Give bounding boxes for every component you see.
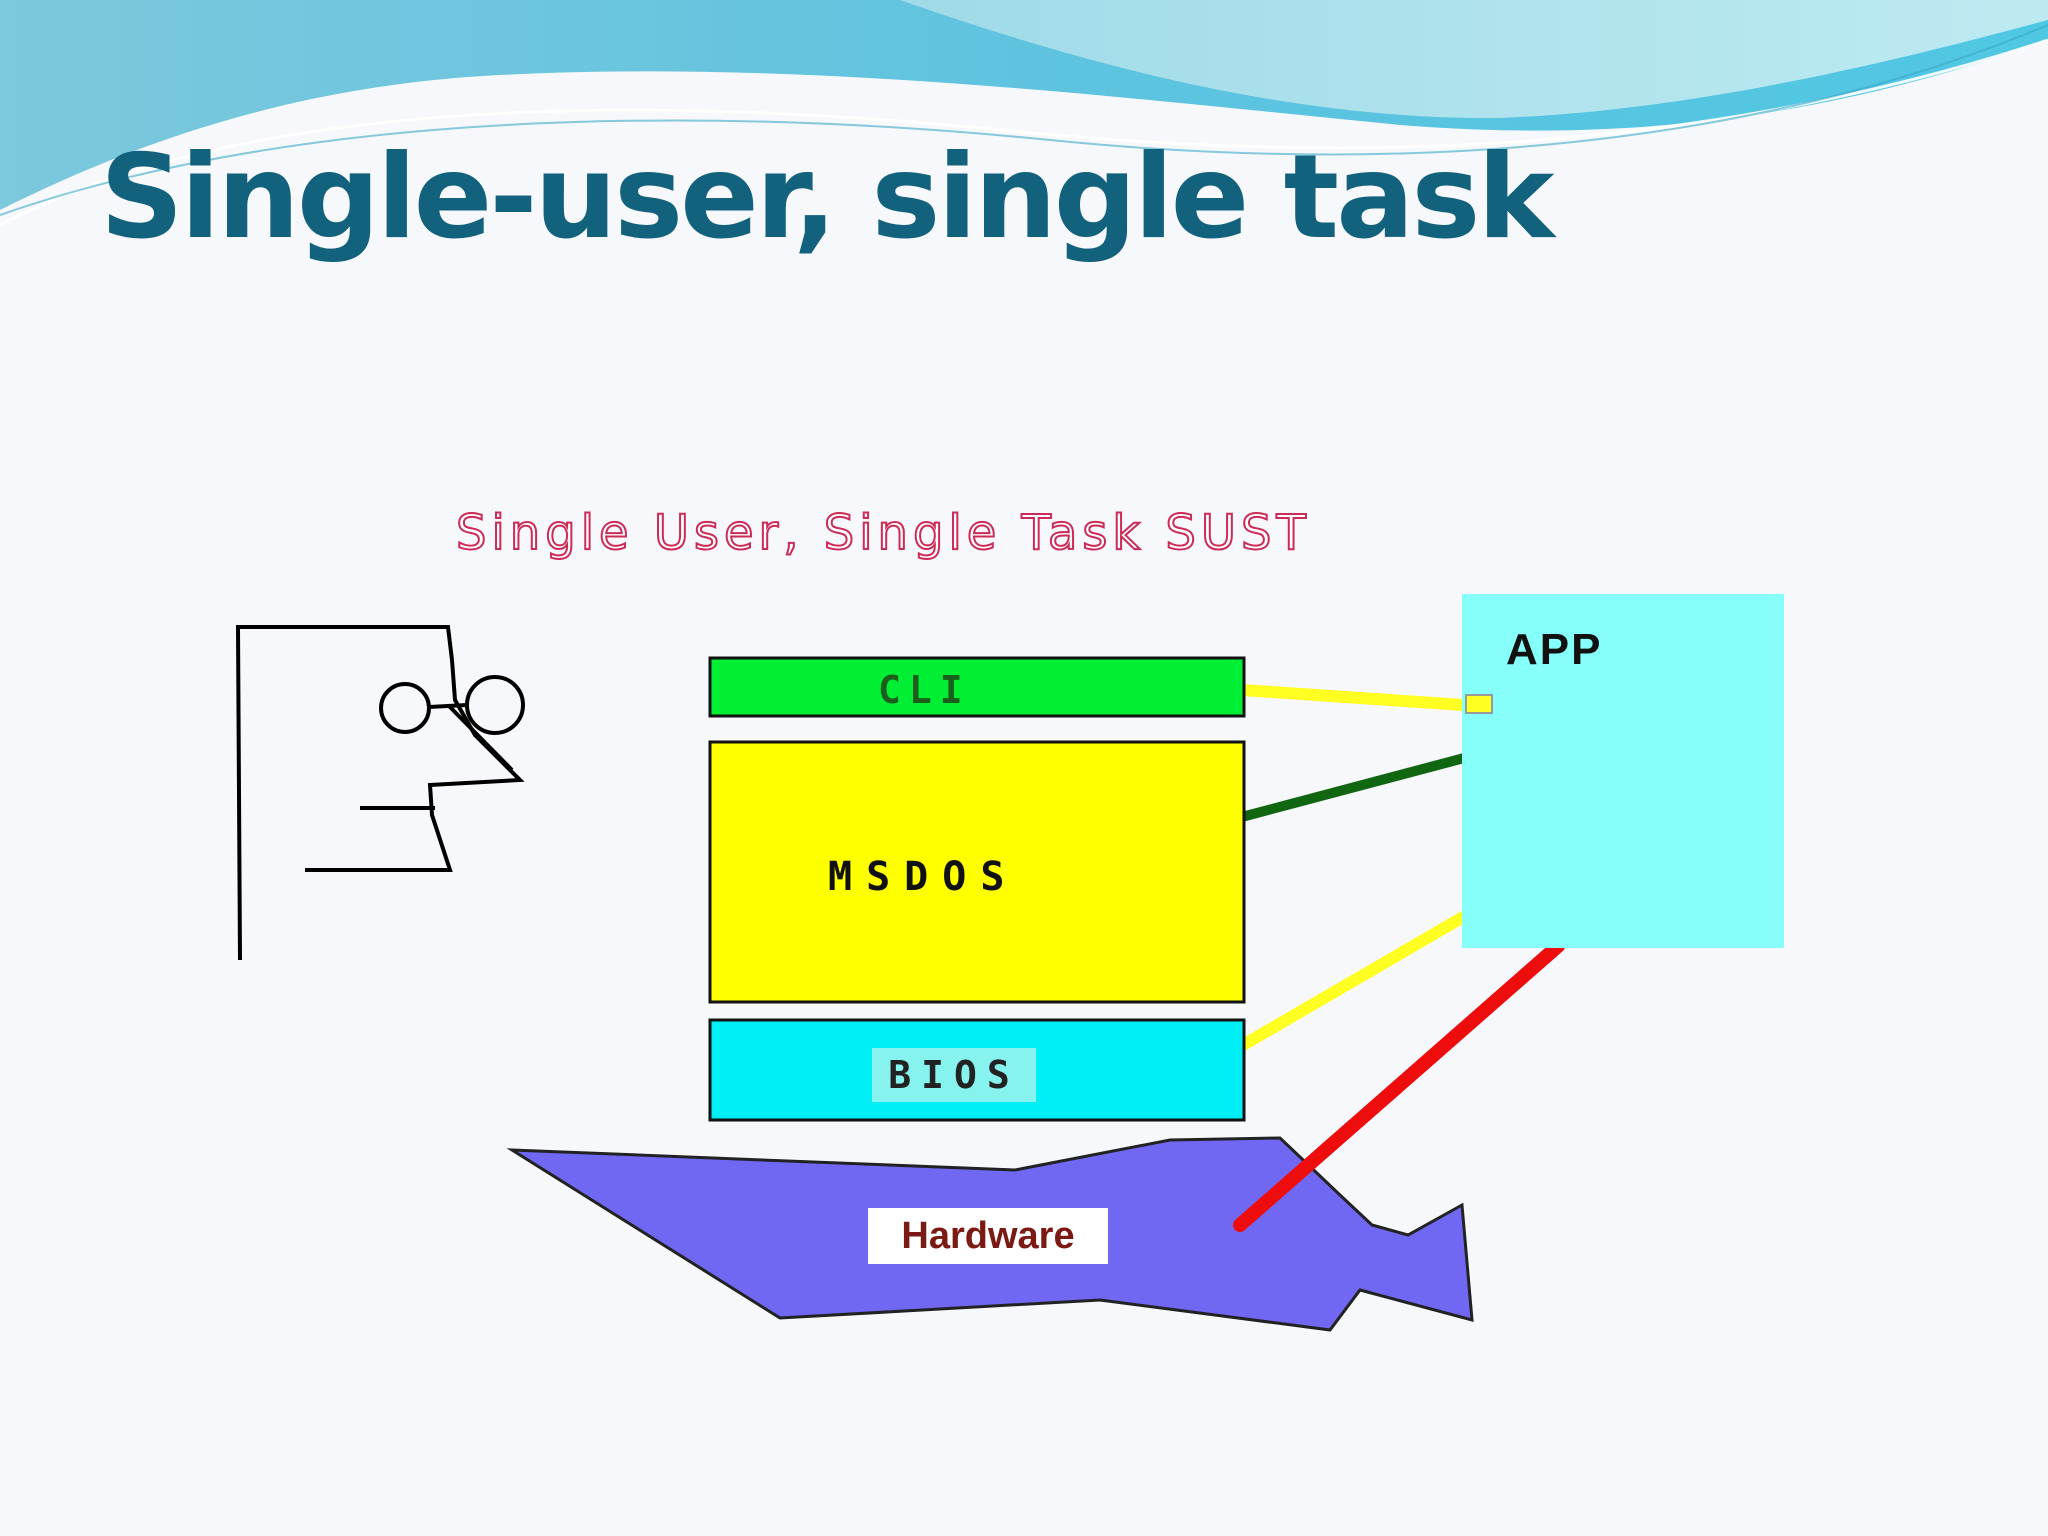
cli-label: CLI: [878, 668, 971, 712]
cli-app-connector: [1241, 684, 1479, 712]
diagram-title: Single User, Single Task SUST: [455, 504, 1311, 562]
slide-title: Single-user, single task: [100, 130, 1555, 265]
hardware-label: Hardware: [868, 1208, 1108, 1264]
msdos-label: MSDOS: [828, 854, 1019, 900]
msdos-layer: [708, 740, 1246, 1004]
msdos-app-connector: [1236, 752, 1470, 823]
header-wave-decoration: [0, 0, 2048, 227]
cli-layer: [708, 656, 1246, 718]
hardware-app-connector: [1233, 939, 1565, 1232]
cli-app-joint: [1465, 694, 1493, 714]
app-label: APP: [1506, 625, 1603, 674]
bios-app-connector: [1234, 907, 1474, 1054]
bios-label: BIOS: [872, 1048, 1036, 1102]
user-figure-icon: [235, 625, 525, 961]
app-block: [1462, 594, 1784, 948]
